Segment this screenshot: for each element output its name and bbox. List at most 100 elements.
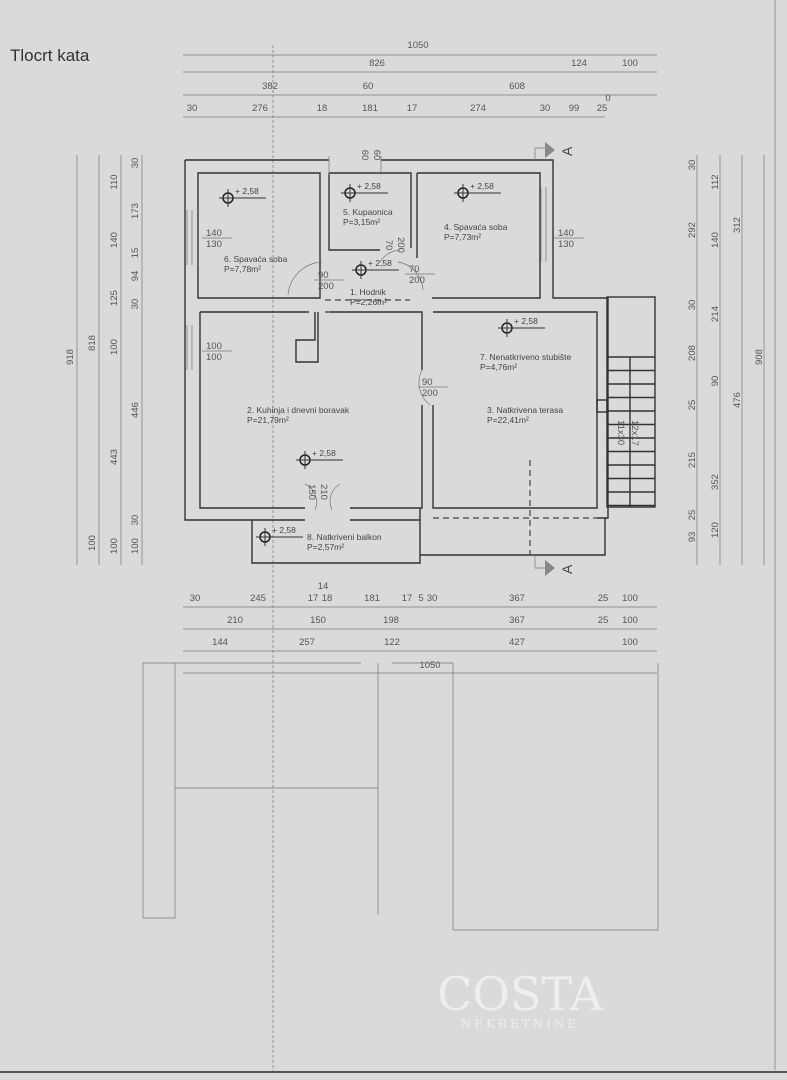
dimension-label: 100 xyxy=(622,58,638,69)
level-marker: + 2,58 xyxy=(454,181,501,202)
dimension-label: 17 xyxy=(308,593,319,604)
room-name: 2. Kuhinja i dnevni boravak xyxy=(247,405,350,415)
dimension-label: 382 xyxy=(262,81,278,92)
dimension-label: 30 xyxy=(130,515,141,526)
level-label: + 2,58 xyxy=(514,316,538,326)
stair-spec: 11x30 xyxy=(615,420,626,445)
level-label: + 2,58 xyxy=(272,525,296,535)
room-name: 7. Nenatkriveno stubište xyxy=(480,352,571,362)
dimension-label: 150 xyxy=(310,615,326,626)
level-marker: + 2,58 xyxy=(498,316,545,337)
dimension-label: 608 xyxy=(509,81,525,92)
dimension-label: 312 xyxy=(732,217,743,233)
dimension-lines xyxy=(76,54,765,674)
dimension-label: 17 xyxy=(402,593,413,604)
dimension-label: 30 xyxy=(130,158,141,169)
dimension-label: 181 xyxy=(362,103,378,114)
dimension-label: 245 xyxy=(250,593,266,604)
opening-height: 130 xyxy=(206,239,222,250)
dimension-label: 100 xyxy=(109,339,120,355)
room-area: P=7,73m² xyxy=(444,232,481,242)
dimension-label: 99 xyxy=(569,103,580,114)
opening-width: 140 xyxy=(206,228,222,239)
section-arrow-icon xyxy=(545,560,555,576)
opening-width: 70 xyxy=(409,264,420,275)
dimension-label: 100 xyxy=(622,593,638,604)
room-area: P=21,79m² xyxy=(247,415,289,425)
section-label-bottom: A xyxy=(559,564,575,574)
dimension-label: 918 xyxy=(65,349,76,365)
staircase-outline xyxy=(606,296,656,508)
level-marker: + 2,58 xyxy=(256,525,303,546)
section-markers: A A xyxy=(534,142,575,576)
watermark-subtitle: NEKRETNINE xyxy=(461,1017,580,1031)
dimension-label: 120 xyxy=(710,522,721,538)
dimension-label: 173 xyxy=(130,203,141,219)
dimension-label: 17 xyxy=(407,103,418,114)
level-label: + 2,58 xyxy=(470,181,494,191)
dimension-label: 276 xyxy=(252,103,268,114)
dimension-label: 30 xyxy=(540,103,551,114)
dimension-label: 18 xyxy=(322,593,333,604)
opening-height: 200 xyxy=(422,388,438,399)
dimension-label: 0 xyxy=(605,93,610,104)
room-name: 3. Natkrivena terasa xyxy=(487,405,563,415)
dimension-label: 476 xyxy=(732,392,743,408)
dimension-label: 25 xyxy=(687,400,698,411)
dimension-label: 122 xyxy=(384,637,400,648)
dimension-label: 30 xyxy=(687,160,698,171)
stair-spec: 12x17 xyxy=(629,420,640,446)
opening-width: 60 xyxy=(359,150,370,161)
dimension-label: 208 xyxy=(687,345,698,361)
dimension-label: 30 xyxy=(130,299,141,310)
dimension-label: 140 xyxy=(710,232,721,248)
opening-height: 210 xyxy=(318,484,329,500)
opening-width: 150 xyxy=(306,484,317,500)
dimension-label: 94 xyxy=(130,271,141,282)
dimension-label: 215 xyxy=(687,452,698,468)
dimension-label: 25 xyxy=(598,615,609,626)
room-area: P=7,78m² xyxy=(224,264,261,274)
room-area: P=3,15m² xyxy=(343,217,380,227)
dimension-label: 25 xyxy=(687,510,698,521)
dimension-label: 100 xyxy=(622,637,638,648)
dimension-label: 90 xyxy=(710,376,721,387)
level-marker: + 2,58 xyxy=(296,448,343,469)
dimension-label: 100 xyxy=(87,535,98,551)
dimension-label: 15 xyxy=(130,248,141,259)
room-name: 5. Kupaonica xyxy=(343,207,393,217)
level-marker: + 2,58 xyxy=(352,258,399,279)
staircase xyxy=(606,296,656,508)
walls xyxy=(184,156,609,564)
dimension-label: 14 xyxy=(318,581,329,592)
dimension-label: 1050 xyxy=(407,40,428,51)
dimension-label: 274 xyxy=(470,103,486,114)
dimension-label: 144 xyxy=(212,637,228,648)
opening-height: 130 xyxy=(558,239,574,250)
dimension-label: 198 xyxy=(383,615,399,626)
room-area: P=4,76m² xyxy=(480,362,517,372)
dimension-label: 25 xyxy=(598,593,609,604)
opening-height: 200 xyxy=(318,281,334,292)
drawing-title: Tlocrt kata xyxy=(10,46,90,65)
lower-structure xyxy=(142,662,659,931)
watermark-logo: COSTA xyxy=(437,967,604,1021)
dimension-label: 30 xyxy=(187,103,198,114)
dimension-label: 25 xyxy=(597,103,608,114)
dimension-label: 257 xyxy=(299,637,315,648)
opening-width: 70 xyxy=(383,240,394,251)
opening-width: 140 xyxy=(558,228,574,239)
level-label: + 2,58 xyxy=(312,448,336,458)
opening-height: 100 xyxy=(206,352,222,363)
dimension-label: 367 xyxy=(509,593,525,604)
section-arrow-icon xyxy=(545,142,555,158)
level-label: + 2,58 xyxy=(357,181,381,191)
room-name: 8. Natkriveni balkon xyxy=(307,532,382,542)
dimension-label: 30 xyxy=(190,593,201,604)
dimension-label: 214 xyxy=(710,306,721,322)
dimension-label: 1050 xyxy=(419,660,440,671)
dimension-label: 292 xyxy=(687,222,698,238)
